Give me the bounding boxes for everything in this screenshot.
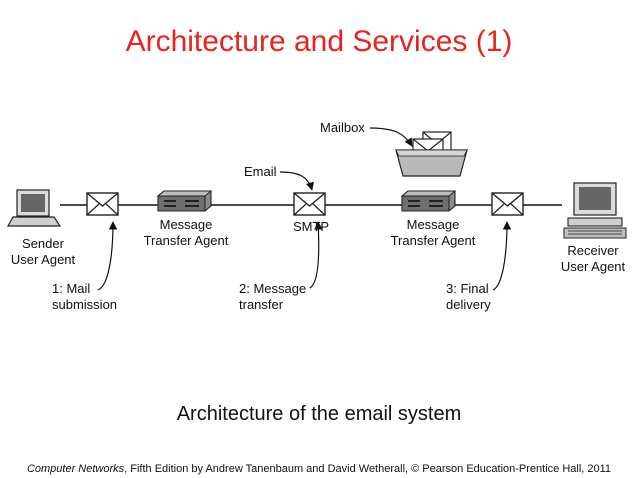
mailbox-icon xyxy=(395,131,468,177)
receiver-label: Receiver User Agent xyxy=(552,243,634,275)
step3-arrow xyxy=(492,221,512,291)
step2-arrow xyxy=(309,221,323,289)
mta-right-label: Message Transfer Agent xyxy=(383,217,483,249)
diagram-caption: Architecture of the email system xyxy=(176,403,462,425)
sender-label-line1: Sender xyxy=(22,236,64,251)
step2-label-line2: transfer xyxy=(239,297,284,312)
envelope-icon xyxy=(86,192,119,216)
step1-label-line1: 1: Mail xyxy=(52,281,91,296)
mailbox-label: Mailbox xyxy=(320,120,365,135)
mta-left-label-line2: Transfer Agent xyxy=(143,233,229,248)
mta-left-device-icon xyxy=(156,190,213,212)
receiver-label-line1: Receiver xyxy=(567,243,619,258)
step3-label-line1: 3: Final xyxy=(446,281,489,296)
mta-left-label: Message Transfer Agent xyxy=(136,217,236,249)
smtp-label: SMTP xyxy=(292,219,330,234)
page-title: Architecture and Services (1) xyxy=(125,25,513,58)
footer-book-title: Computer Networks xyxy=(26,463,125,475)
mta-right-device-icon xyxy=(400,190,457,212)
receiver-label-line2: User Agent xyxy=(560,259,626,274)
copyright-footer: Computer Networks, Fifth Edition by Andr… xyxy=(0,462,638,476)
mta-right-label-line2: Transfer Agent xyxy=(390,233,476,248)
mta-right-label-line1: Message xyxy=(406,217,460,232)
receiver-desktop-icon xyxy=(563,182,627,239)
email-callout-arrow xyxy=(279,171,314,191)
sender-laptop-icon xyxy=(6,189,62,227)
sender-label: Sender User Agent xyxy=(4,236,82,268)
step1-label: 1: Mail submission xyxy=(52,281,117,313)
step2-label: 2: Message transfer xyxy=(239,281,306,313)
footer-credits: , Fifth Edition by Andrew Tanenbaum and … xyxy=(124,463,612,475)
mailbox-callout-arrow xyxy=(369,127,413,147)
email-label: Email xyxy=(244,164,277,179)
envelope-icon xyxy=(491,192,524,216)
step2-label-line1: 2: Message xyxy=(239,281,307,296)
sender-label-line2: User Agent xyxy=(10,252,76,267)
step3-label-line2: delivery xyxy=(446,297,491,312)
mta-left-label-line1: Message xyxy=(159,217,213,232)
step1-label-line2: submission xyxy=(52,297,118,312)
step3-label: 3: Final delivery xyxy=(446,281,491,313)
step1-arrow xyxy=(97,221,118,291)
smtp-envelope-icon xyxy=(293,192,326,216)
